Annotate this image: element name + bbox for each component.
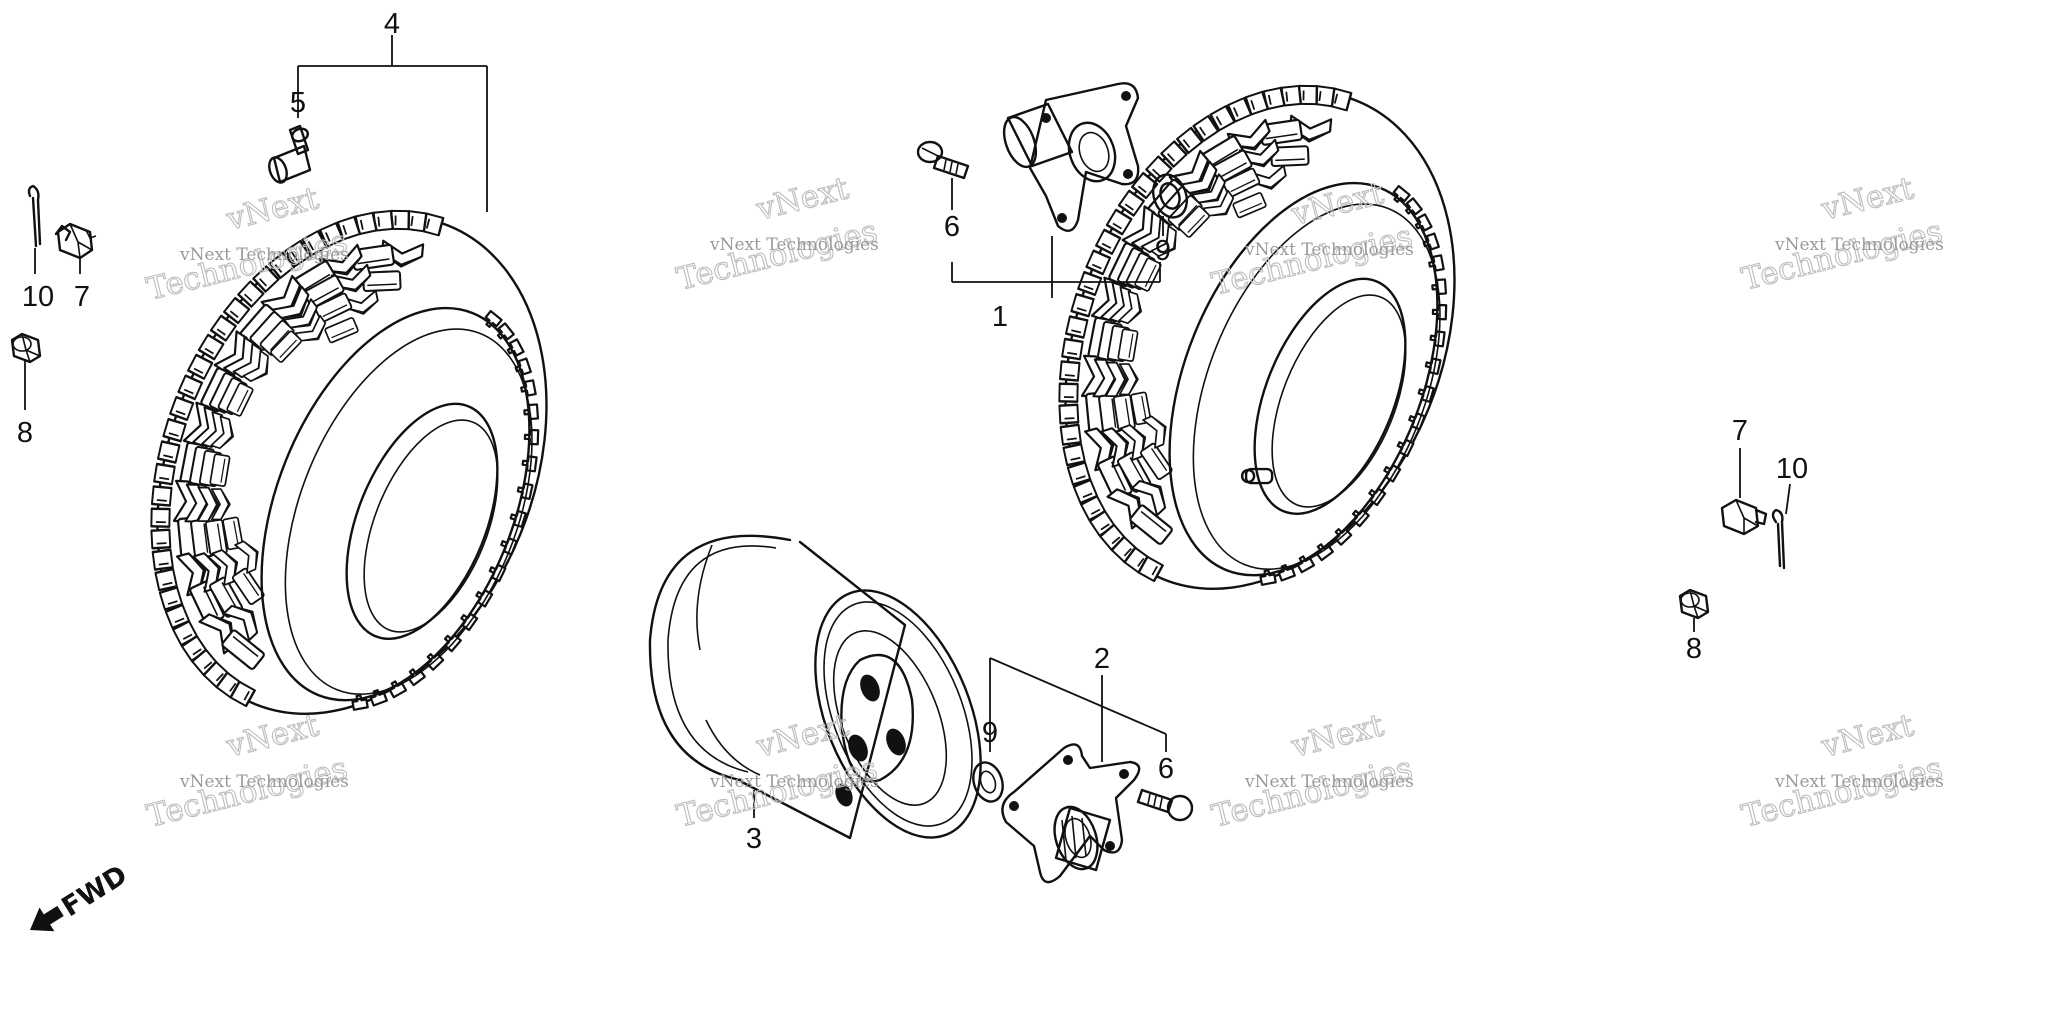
tread-lug bbox=[156, 440, 181, 464]
watermark-text: Technologies bbox=[1738, 213, 1946, 298]
front-hub bbox=[1002, 82, 1140, 232]
tread-lug bbox=[1062, 442, 1086, 467]
watermark-text: vNext bbox=[1817, 170, 1917, 228]
tread-block bbox=[1128, 503, 1175, 547]
callout-6: 6 bbox=[1158, 753, 1174, 785]
watermark-text: vNext Technologies bbox=[1774, 772, 1944, 792]
tread-lug bbox=[1076, 270, 1103, 297]
tread-lug bbox=[162, 417, 187, 443]
callout-3: 3 bbox=[746, 823, 762, 855]
watermark-text: Technologies bbox=[673, 213, 881, 298]
tread-lug bbox=[1058, 360, 1081, 382]
fwd-arrow-icon bbox=[30, 905, 64, 932]
tread-chevron bbox=[1142, 411, 1173, 449]
callout-10: 10 bbox=[22, 281, 54, 313]
watermark-text: vNext Technologies bbox=[1244, 772, 1414, 792]
tread-lug bbox=[151, 548, 175, 571]
castle-nut bbox=[1720, 498, 1768, 536]
cotter-pin bbox=[1771, 508, 1786, 570]
tread-lug bbox=[152, 462, 176, 486]
tread-lug bbox=[1085, 249, 1112, 276]
fwd-label: FWD bbox=[57, 859, 133, 923]
tread-block bbox=[1231, 191, 1268, 219]
watermark-text: vNext Technologies bbox=[179, 245, 349, 265]
callout-5: 5 bbox=[290, 87, 306, 119]
callout-labels: 4 5 10 7 8 6 9 1 7 10 8 2 9 6 3 bbox=[17, 8, 1808, 855]
watermark-text: vNext bbox=[222, 180, 322, 238]
tread-lug bbox=[168, 395, 195, 422]
tread-block bbox=[220, 628, 267, 672]
watermark-text: vNext Technologies bbox=[1244, 240, 1414, 260]
watermark-text: vNext bbox=[1817, 707, 1917, 765]
callout-7: 7 bbox=[1732, 415, 1748, 447]
watermark-text: vNext Technologies bbox=[1774, 235, 1944, 255]
oil-seal bbox=[1151, 173, 1189, 219]
tread-lug bbox=[154, 567, 178, 592]
tread-lug bbox=[1070, 292, 1095, 318]
callout-9: 9 bbox=[1155, 235, 1171, 267]
watermark-text: vNext Technologies bbox=[709, 235, 879, 255]
tread-lug bbox=[1058, 403, 1080, 425]
tread-pattern bbox=[1058, 84, 1448, 586]
tread-block bbox=[323, 316, 360, 344]
watermark-text: Technologies bbox=[673, 750, 881, 835]
rear-hub bbox=[1001, 743, 1141, 884]
lug-nut bbox=[10, 332, 42, 364]
sidewall-notch bbox=[520, 454, 538, 473]
lug-nut bbox=[1678, 588, 1710, 620]
tread-chevron bbox=[234, 536, 265, 574]
castle-nut bbox=[54, 222, 97, 260]
watermark-text: vNext bbox=[222, 707, 322, 765]
cotter-pin bbox=[27, 184, 42, 248]
tread-lug bbox=[150, 507, 171, 528]
callout-7: 7 bbox=[74, 281, 90, 313]
tire-right bbox=[1058, 84, 1456, 590]
tread-lug bbox=[1064, 315, 1089, 339]
wheel-rim bbox=[648, 534, 982, 840]
washer bbox=[972, 761, 1004, 803]
callout-4: 4 bbox=[384, 8, 400, 40]
watermark-text: Technologies bbox=[143, 750, 351, 835]
callout-1: 1 bbox=[992, 301, 1008, 333]
watermark-text: vNext bbox=[752, 170, 852, 228]
tread-lug bbox=[150, 528, 172, 550]
tread-lug bbox=[1059, 423, 1083, 446]
watermark-text: Technologies bbox=[1208, 750, 1416, 835]
watermark-text: Technologies bbox=[1738, 750, 1946, 835]
leader-lines bbox=[24, 35, 1791, 818]
watermark-text: vNext bbox=[1287, 707, 1387, 765]
sidewall-notch bbox=[1428, 329, 1446, 348]
tread-lug bbox=[177, 374, 204, 401]
callout-10: 10 bbox=[1776, 453, 1808, 485]
watermark-text: vNext Technologies bbox=[179, 772, 349, 792]
tread-lug bbox=[1058, 382, 1079, 403]
hub-bolt bbox=[916, 140, 970, 180]
callout-2: 2 bbox=[1094, 643, 1110, 675]
watermark-text: Technologies bbox=[1208, 218, 1416, 303]
tread-lug bbox=[150, 485, 173, 507]
hub-bolt bbox=[1136, 788, 1194, 822]
callout-8: 8 bbox=[17, 417, 33, 449]
tread-lug bbox=[1060, 337, 1084, 361]
callout-9: 9 bbox=[982, 717, 998, 749]
callout-6: 6 bbox=[944, 211, 960, 243]
watermark-text: vNext Technologies bbox=[709, 772, 879, 792]
callout-8: 8 bbox=[1686, 633, 1702, 665]
tire-left bbox=[150, 209, 548, 715]
valve-stem bbox=[268, 124, 312, 184]
forward-direction-indicator: FWD bbox=[30, 859, 133, 932]
